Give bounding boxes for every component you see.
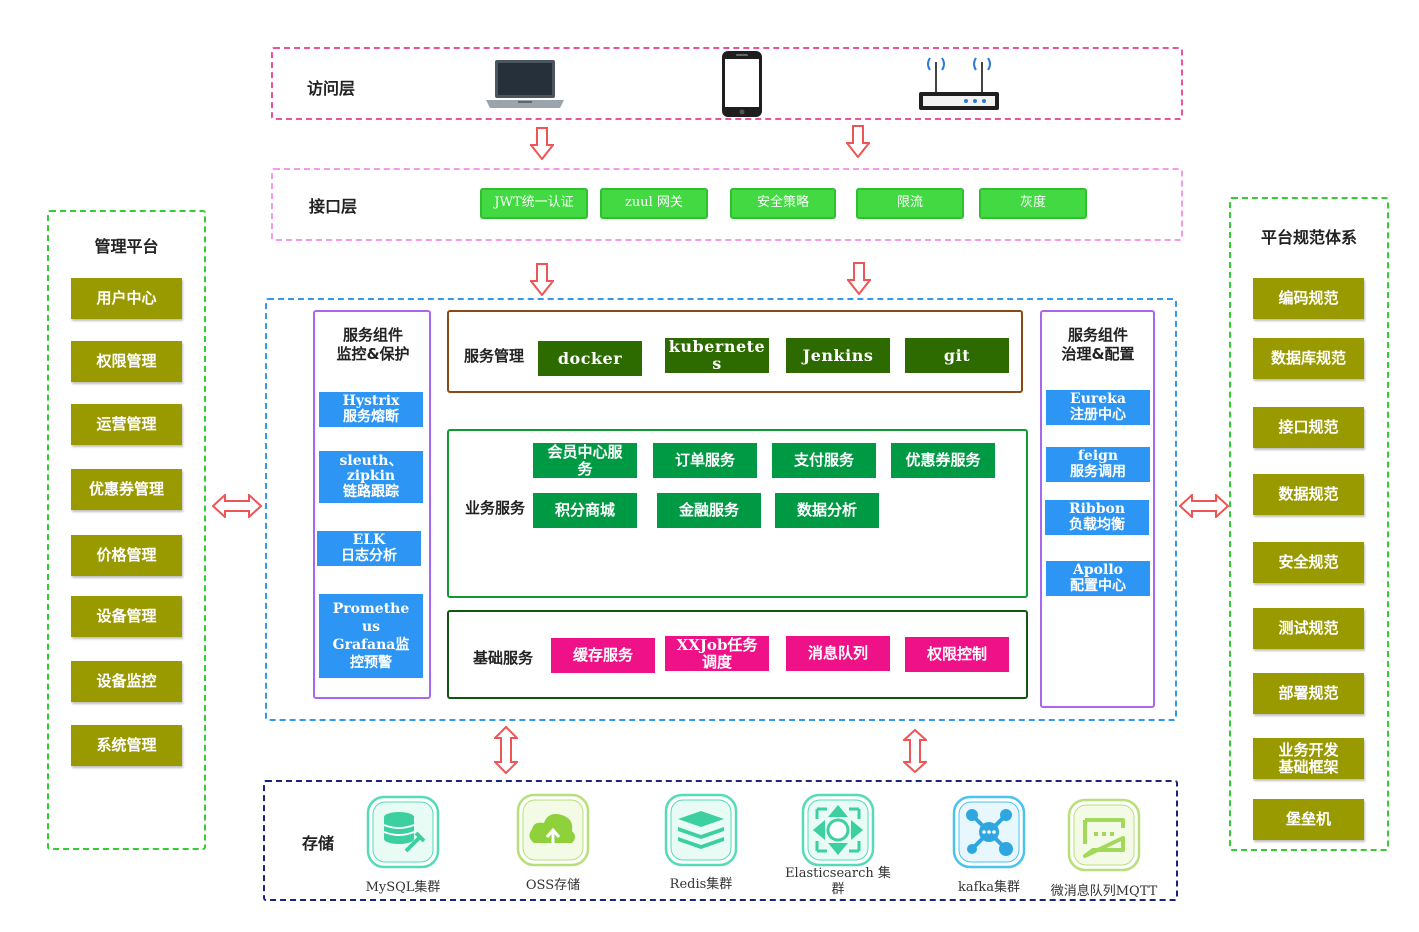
jenkins-button[interactable]: Jenkins [786,338,890,373]
spec-item-database[interactable]: 数据库规范 [1253,338,1364,379]
git-button[interactable]: git [905,338,1009,373]
oss-label: OSS存储 [525,878,581,893]
redis-icon [664,793,738,867]
mgmt-item-permission[interactable]: 权限管理 [71,341,182,382]
router-icon [919,57,999,110]
ribbon-button[interactable]: Ribbon 负载均衡 [1045,500,1149,535]
mgmt-item-user-center[interactable]: 用户中心 [71,278,182,319]
spec-item-bastion[interactable]: 堡垒机 [1253,799,1364,840]
governance-config-title: 服务组件 治理&配置 [1061,326,1135,363]
vertical-bidirectional-arrow-icon [494,726,518,774]
access-layer [271,47,1183,120]
kafka-label: kafka集群 [957,880,1021,895]
service-mgmt-label: 服务管理 [463,347,524,365]
mgmt-item-device[interactable]: 设备管理 [71,596,182,637]
storage-layer [263,780,1178,901]
monitor-protect-title: 服务组件 监控&保护 [336,326,410,363]
laptop-icon [486,60,564,108]
spec-item-coding[interactable]: 编码规范 [1253,278,1364,319]
base-services-box [447,610,1028,699]
hystrix-button[interactable]: Hystrix 服务熔断 [319,392,423,427]
message-queue-button[interactable]: 消息队列 [786,636,890,671]
mgmt-item-coupon[interactable]: 优惠券管理 [71,469,182,510]
storage-label: 存储 [301,834,334,853]
mgmt-platform-title: 管理平台 [94,237,159,256]
vertical-bidirectional-arrow-icon [903,729,927,773]
feign-button[interactable]: feign 服务调用 [1046,447,1150,482]
zuul-gateway-button[interactable]: zuul 网关 [600,188,708,219]
spec-item-dev-framework[interactable]: 业务开发 基础框架 [1253,738,1364,779]
down-arrow-icon [530,127,554,160]
mgmt-item-operations[interactable]: 运营管理 [71,404,182,445]
finance-service-button[interactable]: 金融服务 [657,493,761,528]
mysql-icon [366,795,440,869]
xxjob-button[interactable]: XXJob任务 调度 [665,636,769,671]
mgmt-platform-panel [47,210,206,850]
docker-button[interactable]: docker [538,341,642,376]
down-arrow-icon [530,263,554,296]
sleuth-zipkin-button[interactable]: sleuth、 zipkin 链路跟踪 [319,451,423,503]
service-mgmt-box [447,310,1023,393]
mqtt-icon [1067,798,1141,872]
order-service-button[interactable]: 订单服务 [653,443,757,478]
kubernetes-button[interactable]: kubernete s [665,338,769,373]
bidirectional-arrow-icon [212,494,262,518]
bidirectional-arrow-icon [1179,494,1229,518]
monitor-protect-group [313,310,431,699]
business-services-label: 业务服务 [464,499,525,517]
business-services-box [447,429,1028,598]
oss-icon [516,793,590,867]
points-mall-button[interactable]: 积分商城 [533,493,637,528]
cache-service-button[interactable]: 缓存服务 [551,638,655,673]
prometheus-grafana-button[interactable]: Promethe us Grafana监 控预警 [319,594,423,678]
apollo-button[interactable]: Apollo 配置中心 [1046,561,1150,596]
member-center-button[interactable]: 会员中心服 务 [533,443,637,478]
data-analysis-button[interactable]: 数据分析 [775,493,879,528]
rate-limit-button[interactable]: 限流 [856,188,964,219]
payment-service-button[interactable]: 支付服务 [772,443,876,478]
mqtt-label: 微消息队列MQTT [1050,884,1158,899]
phone-icon [722,51,762,117]
mgmt-item-price[interactable]: 价格管理 [71,535,182,576]
mgmt-item-device-monitor[interactable]: 设备监控 [71,661,182,702]
spec-item-data[interactable]: 数据规范 [1253,474,1364,515]
mgmt-item-system[interactable]: 系统管理 [71,725,182,766]
jwt-auth-button[interactable]: JWT统一认证 [480,188,588,219]
spec-item-security[interactable]: 安全规范 [1253,542,1364,583]
coupon-service-button[interactable]: 优惠券服务 [891,443,995,478]
access-layer-label: 访问层 [306,79,355,98]
spec-system-title: 平台规范体系 [1260,228,1357,247]
down-arrow-icon [846,125,870,158]
spec-item-deployment[interactable]: 部署规范 [1253,673,1364,714]
mysql-label: MySQL集群 [365,880,441,895]
elasticsearch-label: Elasticsearch 集 群 [785,866,891,897]
governance-config-group [1040,310,1155,708]
spec-system-panel [1229,197,1389,851]
kafka-icon [952,795,1026,869]
core-services-container [265,298,1177,721]
permission-control-button[interactable]: 权限控制 [905,637,1009,672]
redis-label: Redis集群 [669,877,733,892]
down-arrow-icon [847,262,871,295]
eureka-button[interactable]: Eureka 注册中心 [1046,390,1150,425]
base-services-label: 基础服务 [472,649,533,667]
spec-item-interface[interactable]: 接口规范 [1253,407,1364,448]
security-policy-button[interactable]: 安全策略 [730,188,836,219]
interface-layer [271,168,1183,241]
elk-button[interactable]: ELK 日志分析 [317,531,421,566]
elasticsearch-icon [801,793,875,867]
spec-item-testing[interactable]: 测试规范 [1253,608,1364,649]
gray-release-button[interactable]: 灰度 [979,188,1087,219]
interface-layer-label: 接口层 [308,197,357,216]
